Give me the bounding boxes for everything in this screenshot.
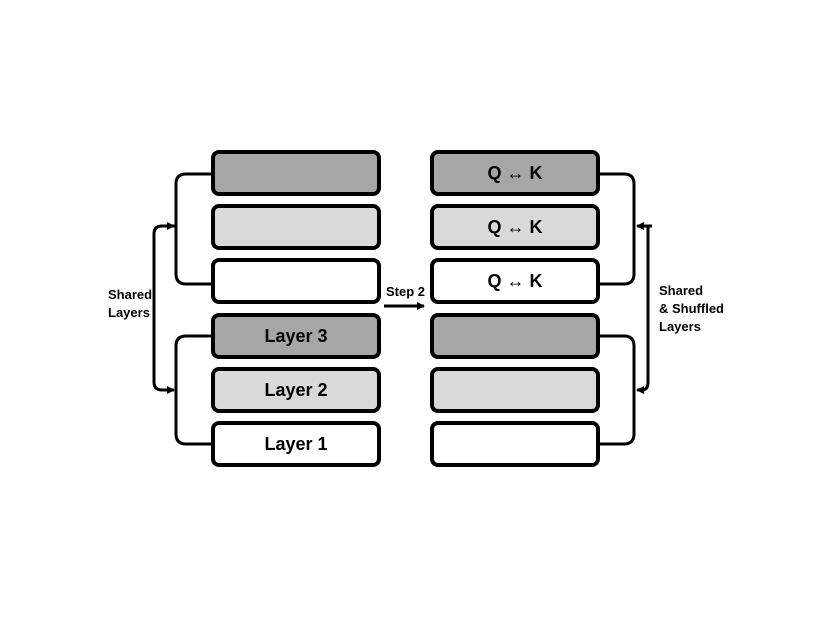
layer-3-block: Layer 3	[211, 313, 381, 359]
right-block-qk-3: Q ↔ K	[430, 258, 600, 304]
right-block-qk-1: Q ↔ K	[430, 150, 600, 196]
left-lower-bracket	[174, 334, 211, 446]
left-block-3	[211, 258, 381, 304]
right-block-6	[430, 421, 600, 467]
layer-2-label: Layer 2	[264, 379, 328, 400]
left-upper-bracket	[174, 172, 211, 286]
layer-3-label: Layer 3	[264, 325, 328, 346]
right-block-4	[430, 313, 600, 359]
right-side-label: Shared & Shuffled Layers	[659, 282, 724, 336]
left-block-2	[211, 204, 381, 250]
qk-label: Q ↔ K	[487, 162, 543, 183]
right-double-arrow	[636, 226, 650, 394]
right-lower-bracket	[600, 334, 636, 446]
layer-1-label: Layer 1	[264, 433, 328, 454]
left-side-label-line1: Shared	[108, 287, 153, 302]
right-side-label-line3: Layers	[659, 319, 701, 334]
layer-2-block: Layer 2	[211, 367, 381, 413]
left-side-label-line2: Layers	[108, 305, 150, 320]
right-side-label-line1: Shared	[659, 283, 704, 298]
layer-1-block: Layer 1	[211, 421, 381, 467]
left-block-top	[211, 150, 381, 196]
left-side-label: Shared Layers	[108, 286, 152, 322]
qk-label: Q ↔ K	[487, 216, 543, 237]
qk-label: Q ↔ K	[487, 270, 543, 291]
right-block-5	[430, 367, 600, 413]
right-block-qk-2: Q ↔ K	[430, 204, 600, 250]
right-upper-bracket	[600, 172, 636, 286]
step-label: Step 2	[386, 284, 426, 299]
right-side-label-line2: & Shuffled	[659, 301, 724, 316]
left-double-arrow	[152, 224, 176, 394]
